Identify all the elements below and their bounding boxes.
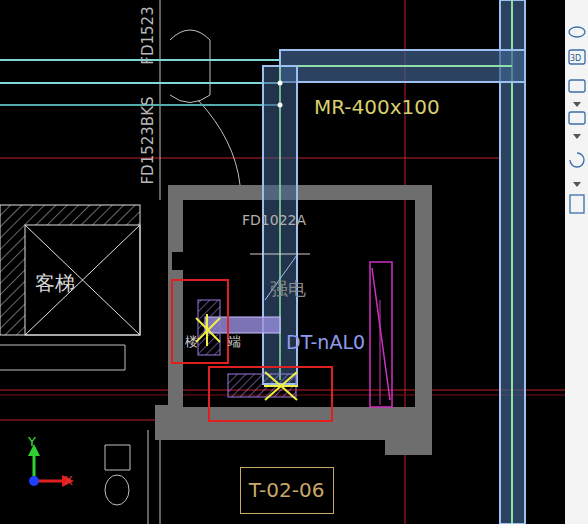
- elevator-shaft: [0, 205, 140, 335]
- damper-label: FD1022A: [242, 213, 306, 227]
- node-text: T-02-06: [249, 480, 325, 500]
- equipment-label: 端: [228, 335, 241, 348]
- axis-label: Y: [28, 435, 36, 448]
- elevator-label-box: 客梯: [0, 205, 140, 335]
- device-marker: [196, 314, 298, 400]
- drawing-number-box: T-02-06: [240, 467, 334, 514]
- room-box: 强电: [183, 200, 400, 407]
- equipment-label: 楼: [185, 335, 198, 348]
- toolbar-icon-label: 3D: [570, 55, 581, 63]
- duct-size-label: MR-400x100: [314, 97, 440, 117]
- node-text: 客梯: [35, 273, 75, 293]
- node-text: 强电: [270, 280, 306, 298]
- toolbar: [565, 0, 588, 524]
- axis-label: X: [64, 474, 73, 487]
- arch-line: [0, 0, 240, 524]
- panel-label: DT-nAL0: [286, 333, 365, 352]
- wall-opening: [172, 252, 183, 270]
- fire-damper-label: FD1523: [141, 6, 156, 64]
- axis-indicator: [28, 444, 74, 487]
- duct: [205, 0, 525, 524]
- fire-damper-label: FD1523BKS: [141, 96, 156, 184]
